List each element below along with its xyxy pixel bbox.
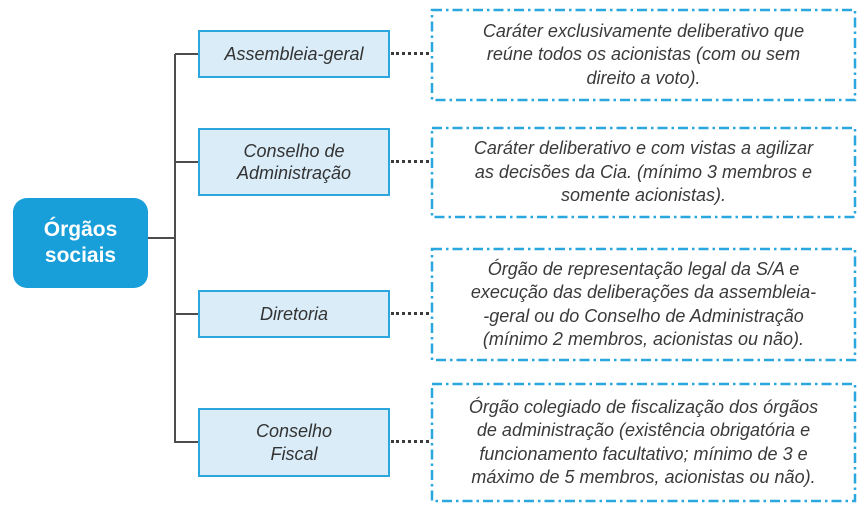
root-node-label: Órgãos sociais [43,217,118,267]
connector-root-horizontal [148,237,175,239]
node-assembleia-geral: Assembleia-geral [198,30,390,78]
desc-conselho-fiscal: Órgão colegiado de fiscalização dos órgã… [430,382,857,503]
dotted-connector-diretoria [391,312,429,315]
node-diretoria: Diretoria [198,290,390,338]
node-label: Conselho de Administração [236,140,352,184]
connector-stub-conselho-administracao [175,161,199,163]
node-label: Conselho Fiscal [255,421,333,464]
desc-diretoria: Órgão de representação legal da S/A e ex… [430,247,857,362]
connector-stub-assembleia-geral [175,53,199,55]
connector-stub-conselho-fiscal [175,441,199,443]
desc-text: Órgão colegiado de fiscalização dos órgã… [468,396,819,487]
connector-trunk-vertical [174,54,176,443]
dotted-connector-conselho-administracao [391,160,429,163]
dotted-connector-conselho-fiscal [391,440,429,443]
desc-text: Caráter deliberativo e com vistas a agil… [473,138,814,206]
connector-stub-diretoria [175,313,199,315]
dotted-connector-assembleia-geral [391,52,429,55]
desc-text: Caráter exclusivamente deliberativo que … [482,20,805,88]
node-conselho-administracao: Conselho de Administração [198,128,390,196]
node-label: Diretoria [259,303,329,324]
node-label: Assembleia-geral [224,43,364,64]
desc-assembleia-geral: Caráter exclusivamente deliberativo que … [430,8,857,102]
root-node-orgaos-sociais: Órgãos sociais [13,198,148,288]
node-conselho-fiscal: Conselho Fiscal [198,408,390,477]
desc-text: Órgão de representação legal da S/A e ex… [470,258,817,349]
desc-conselho-administracao: Caráter deliberativo e com vistas a agil… [430,126,857,219]
